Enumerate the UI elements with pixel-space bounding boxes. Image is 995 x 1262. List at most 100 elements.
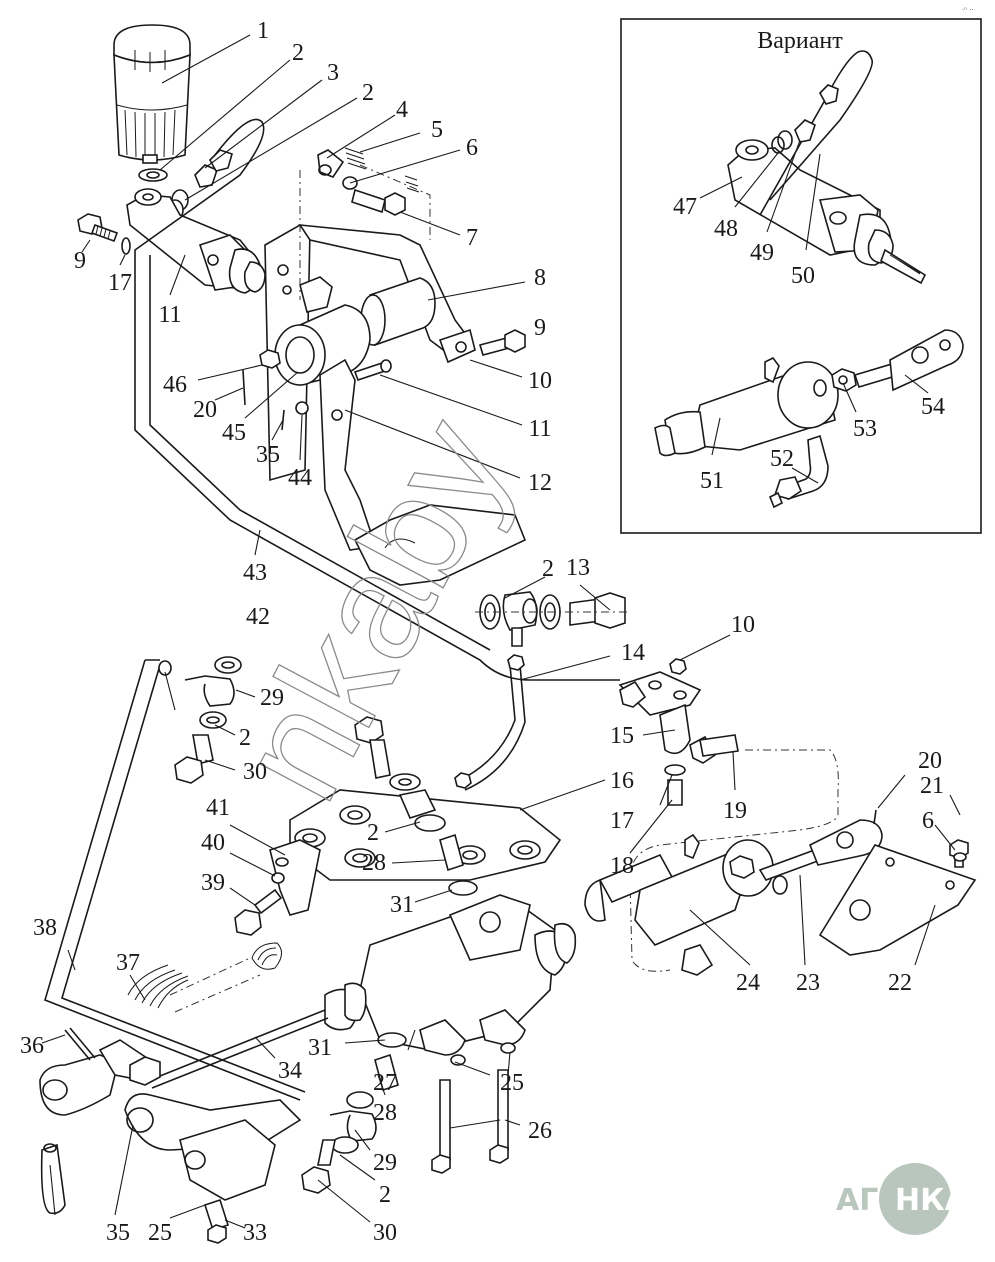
callout-17b: 17 (610, 808, 634, 834)
pushrod-23 (758, 819, 883, 895)
rod-37 (44, 659, 306, 1101)
upper-callouts: 1 2 3 2 4 5 6 7 8 9 9 10 11 12 17 11 46 … (74, 18, 552, 586)
corner-mark: ·ⁿ ·· (962, 6, 974, 14)
callout-2e: 2 (367, 820, 379, 846)
callout-51: 51 (700, 468, 724, 494)
callout-23: 23 (796, 970, 820, 996)
callout-14: 14 (621, 640, 645, 666)
variant-slave-cylinder (654, 356, 839, 457)
callout-41: 42 (246, 604, 270, 630)
callout-20b: 20 (918, 748, 942, 774)
reservoir-1 (113, 24, 191, 164)
callout-53: 53 (853, 416, 877, 442)
bracket-22 (818, 844, 977, 956)
callout-22: 22 (888, 970, 912, 996)
callout-31a: 31 (390, 892, 414, 918)
callout-6b: 6 (922, 808, 934, 834)
callout-10a: 10 (528, 368, 552, 394)
pipe-42 (134, 118, 620, 681)
banjo-29-upper (174, 656, 242, 784)
bracket-block-10 (438, 328, 476, 364)
logo-circle (879, 1163, 951, 1235)
callout-48: 48 (714, 216, 738, 242)
bolt-38 (234, 888, 283, 936)
fitting-28-upper (439, 833, 464, 872)
washer-25-a (450, 1054, 466, 1066)
variant-fitting (771, 119, 816, 154)
callout-11a: 11 (528, 416, 551, 442)
callout-27: 27 (373, 1070, 397, 1096)
variant-pipe (759, 50, 873, 216)
washer-6-lower (953, 852, 967, 862)
lever-34 (124, 1093, 302, 1201)
callout-12: 12 (528, 470, 552, 496)
callout-42: 43 (243, 560, 267, 586)
bolt-9-right (478, 329, 526, 356)
callout-9b: 9 (534, 315, 546, 341)
variant-box: Вариант (620, 18, 982, 534)
callout-4: 4 (396, 97, 408, 123)
boot-left (324, 982, 367, 1031)
callout-24: 24 (736, 970, 760, 996)
bracket-40 (269, 839, 321, 916)
callout-21: 21 (920, 773, 944, 799)
nut-10-tee (669, 658, 687, 675)
pipe-14 (454, 654, 526, 791)
bolt-30-lower (301, 1139, 336, 1194)
spring-36 (127, 942, 282, 1013)
callout-5: 5 (431, 117, 443, 143)
bolt-33 (203, 1198, 230, 1244)
callout-30b: 30 (373, 1220, 397, 1246)
callout-30a: 30 (243, 759, 267, 785)
callout-43: 44 (288, 465, 312, 491)
variant-nut (819, 84, 839, 105)
callout-54: 54 (921, 394, 945, 420)
variant-fork-54 (853, 329, 964, 392)
fork-clevis-left (39, 1039, 161, 1116)
callout-9a: 9 (74, 248, 86, 274)
callout-36: 37 (116, 950, 140, 976)
agronka-logo: АГРО НКА (836, 1163, 969, 1235)
rod-32 (149, 1009, 329, 1089)
spring-4-5-group (299, 147, 431, 300)
variant-nut-53 (831, 368, 857, 392)
bolt-9-left (77, 213, 119, 243)
callout-25b: 25 (148, 1220, 172, 1246)
master-cylinder-46 (126, 188, 266, 294)
pin-11-lower (40, 1143, 66, 1215)
slave-cylinder-24 (584, 833, 774, 976)
cotter-pin-20-top (242, 369, 246, 406)
callout-50: 50 (791, 263, 815, 289)
callout-6a: 6 (466, 135, 478, 161)
callout-44: 45 (222, 420, 246, 446)
callout-1: 1 (257, 18, 269, 44)
callout-2b: 2 (362, 80, 374, 106)
callout-2a: 2 (292, 40, 304, 66)
pin-11-top (353, 359, 392, 382)
variant-elbow-52 (768, 434, 829, 509)
fork-43 (295, 401, 309, 415)
callout-8: 8 (534, 265, 546, 291)
callout-46: 11 (158, 302, 181, 328)
callout-29b: 29 (373, 1150, 397, 1176)
callout-16: 16 (610, 768, 634, 794)
bolts-26 (431, 1069, 509, 1174)
callout-25a: 25 (500, 1070, 524, 1096)
nut-45 (259, 349, 281, 369)
callout-17a: 17 (108, 270, 132, 296)
callout-13: 13 (566, 555, 590, 581)
cotter-pin-35-lower (64, 1027, 96, 1061)
callout-38: 39 (201, 870, 225, 896)
variant-title: Вариант (757, 28, 843, 54)
callout-26: 26 (528, 1118, 552, 1144)
logo-text-left: АГРО (836, 1183, 926, 1218)
callout-2c: 2 (542, 556, 554, 582)
pedal-arm-12 (319, 358, 527, 586)
callout-45: 46 (163, 372, 187, 398)
washer-17-tee (664, 764, 686, 776)
pipe-42-inner (149, 255, 491, 651)
callout-20a: 20 (193, 397, 217, 423)
cotter-pin-20-lower (873, 809, 877, 825)
pedal-shaft-8 (360, 277, 436, 347)
